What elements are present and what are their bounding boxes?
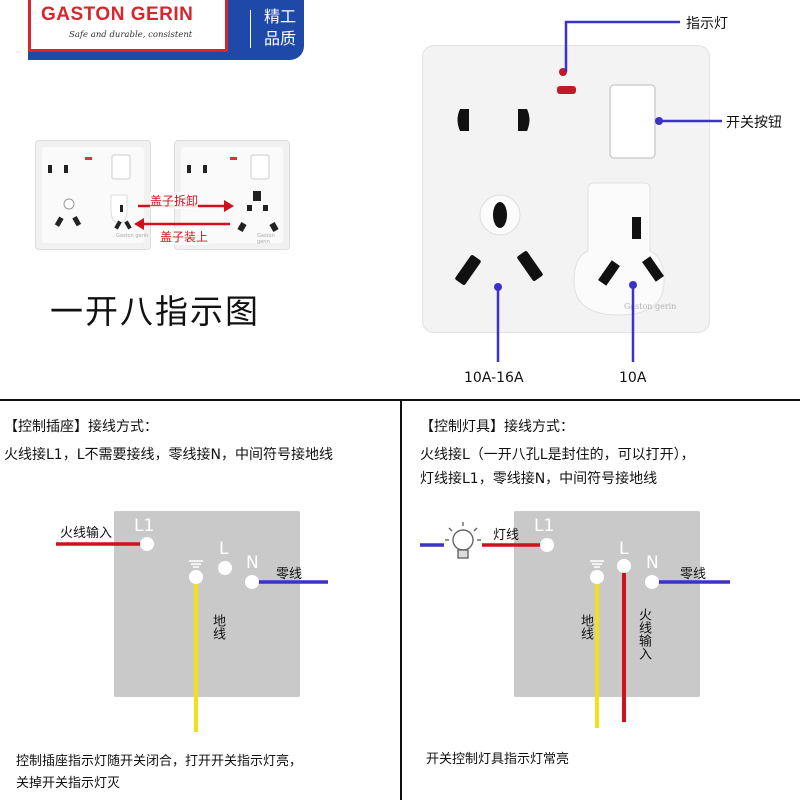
- thumbnail-brand-mark: Gaston gerin: [116, 233, 149, 239]
- right-lamp-wire-label: 灯线: [493, 528, 520, 543]
- left-terminal-l1: L1: [134, 516, 155, 536]
- left-ground-label: 地线: [210, 614, 225, 640]
- main-title: 一开八指示图: [50, 292, 260, 331]
- two-pin-right-slot: [518, 109, 530, 131]
- brand-header: GASTON GERIN Safe and durable, consisten…: [28, 0, 304, 60]
- left-terminal-l: L: [219, 539, 229, 559]
- brand-tagline: Safe and durable, consistent: [69, 30, 193, 40]
- brand-logo-box: GASTON GERIN Safe and durable, consisten…: [28, 0, 228, 52]
- light-bulb-icon: [445, 522, 481, 559]
- right-rating-label: 10A: [619, 370, 647, 386]
- switch-rocker: [609, 84, 656, 159]
- left-footer-line2: 关掉开关指示灯灭: [16, 776, 121, 791]
- ground-symbol-icon: [189, 560, 203, 568]
- left-panel-heading: 【控制插座】接线方式：: [4, 419, 158, 435]
- left-rating-label: 10A-16A: [464, 370, 524, 386]
- right-terminal-l1: L1: [534, 516, 555, 536]
- quality-line-1: 精工: [264, 7, 297, 26]
- brand-name: GASTON GERIN: [41, 4, 194, 25]
- switch-callout-label: 开关按钮: [726, 115, 782, 131]
- right-live-input-label: 火线输入: [636, 608, 651, 660]
- thumbnail-brand-mark: Gaston gerin: [257, 233, 275, 245]
- indicator-light: [557, 86, 576, 94]
- right-terminal-n: N: [646, 553, 659, 573]
- shaped-outlet-cover: [573, 182, 665, 316]
- right-footer: 开关控制灯具指示灯常亮: [426, 752, 570, 767]
- left-panel-instruction: 火线接L1，L不需要接线，零线接N，中间符号接地线: [4, 447, 333, 463]
- thumbnail-socket-open-drawing: [187, 154, 279, 232]
- brand-divider: [250, 10, 251, 48]
- socket-plate-drawing: [455, 68, 665, 316]
- left-neutral-label: 零线: [276, 567, 303, 582]
- left-live-input-label: 火线输入: [60, 526, 113, 541]
- right-terminal-l: L: [619, 539, 629, 559]
- right-panel-instruction-2: 灯线接L1，零线接N，中间符号接地线: [420, 471, 658, 487]
- two-pin-left-slot: [457, 109, 469, 131]
- cover-install-label: 盖子装上: [160, 228, 209, 245]
- right-neutral-label: 零线: [680, 567, 707, 582]
- callout-lines: [496, 20, 722, 362]
- vertical-divider: [400, 399, 402, 800]
- quality-badge: 精工 品质: [264, 6, 304, 50]
- left-footer-line1: 控制插座指示灯随开关闭合，打开开关指示灯亮，: [16, 754, 303, 769]
- thumbnail-socket-covered: Gaston gerin: [35, 140, 151, 250]
- plate-brand-mark: Gaston gerin: [624, 302, 677, 311]
- right-ground-label: 地线: [578, 614, 593, 640]
- cover-remove-label: 盖子拆卸: [150, 192, 199, 209]
- right-panel-instruction-1: 火线接L（一开八孔L是封住的，可以打开），: [420, 447, 695, 463]
- left-wiring-drawing: [56, 537, 328, 732]
- left-terminal-n: N: [246, 553, 259, 573]
- right-panel-heading: 【控制灯具】接线方式：: [420, 419, 574, 435]
- quality-line-2: 品质: [264, 29, 297, 48]
- indicator-callout-label: 指示灯: [686, 16, 728, 32]
- ground-symbol-icon: [590, 560, 604, 568]
- right-wiring-drawing: [420, 522, 730, 728]
- thumbnail-socket-covered-drawing: [48, 154, 132, 230]
